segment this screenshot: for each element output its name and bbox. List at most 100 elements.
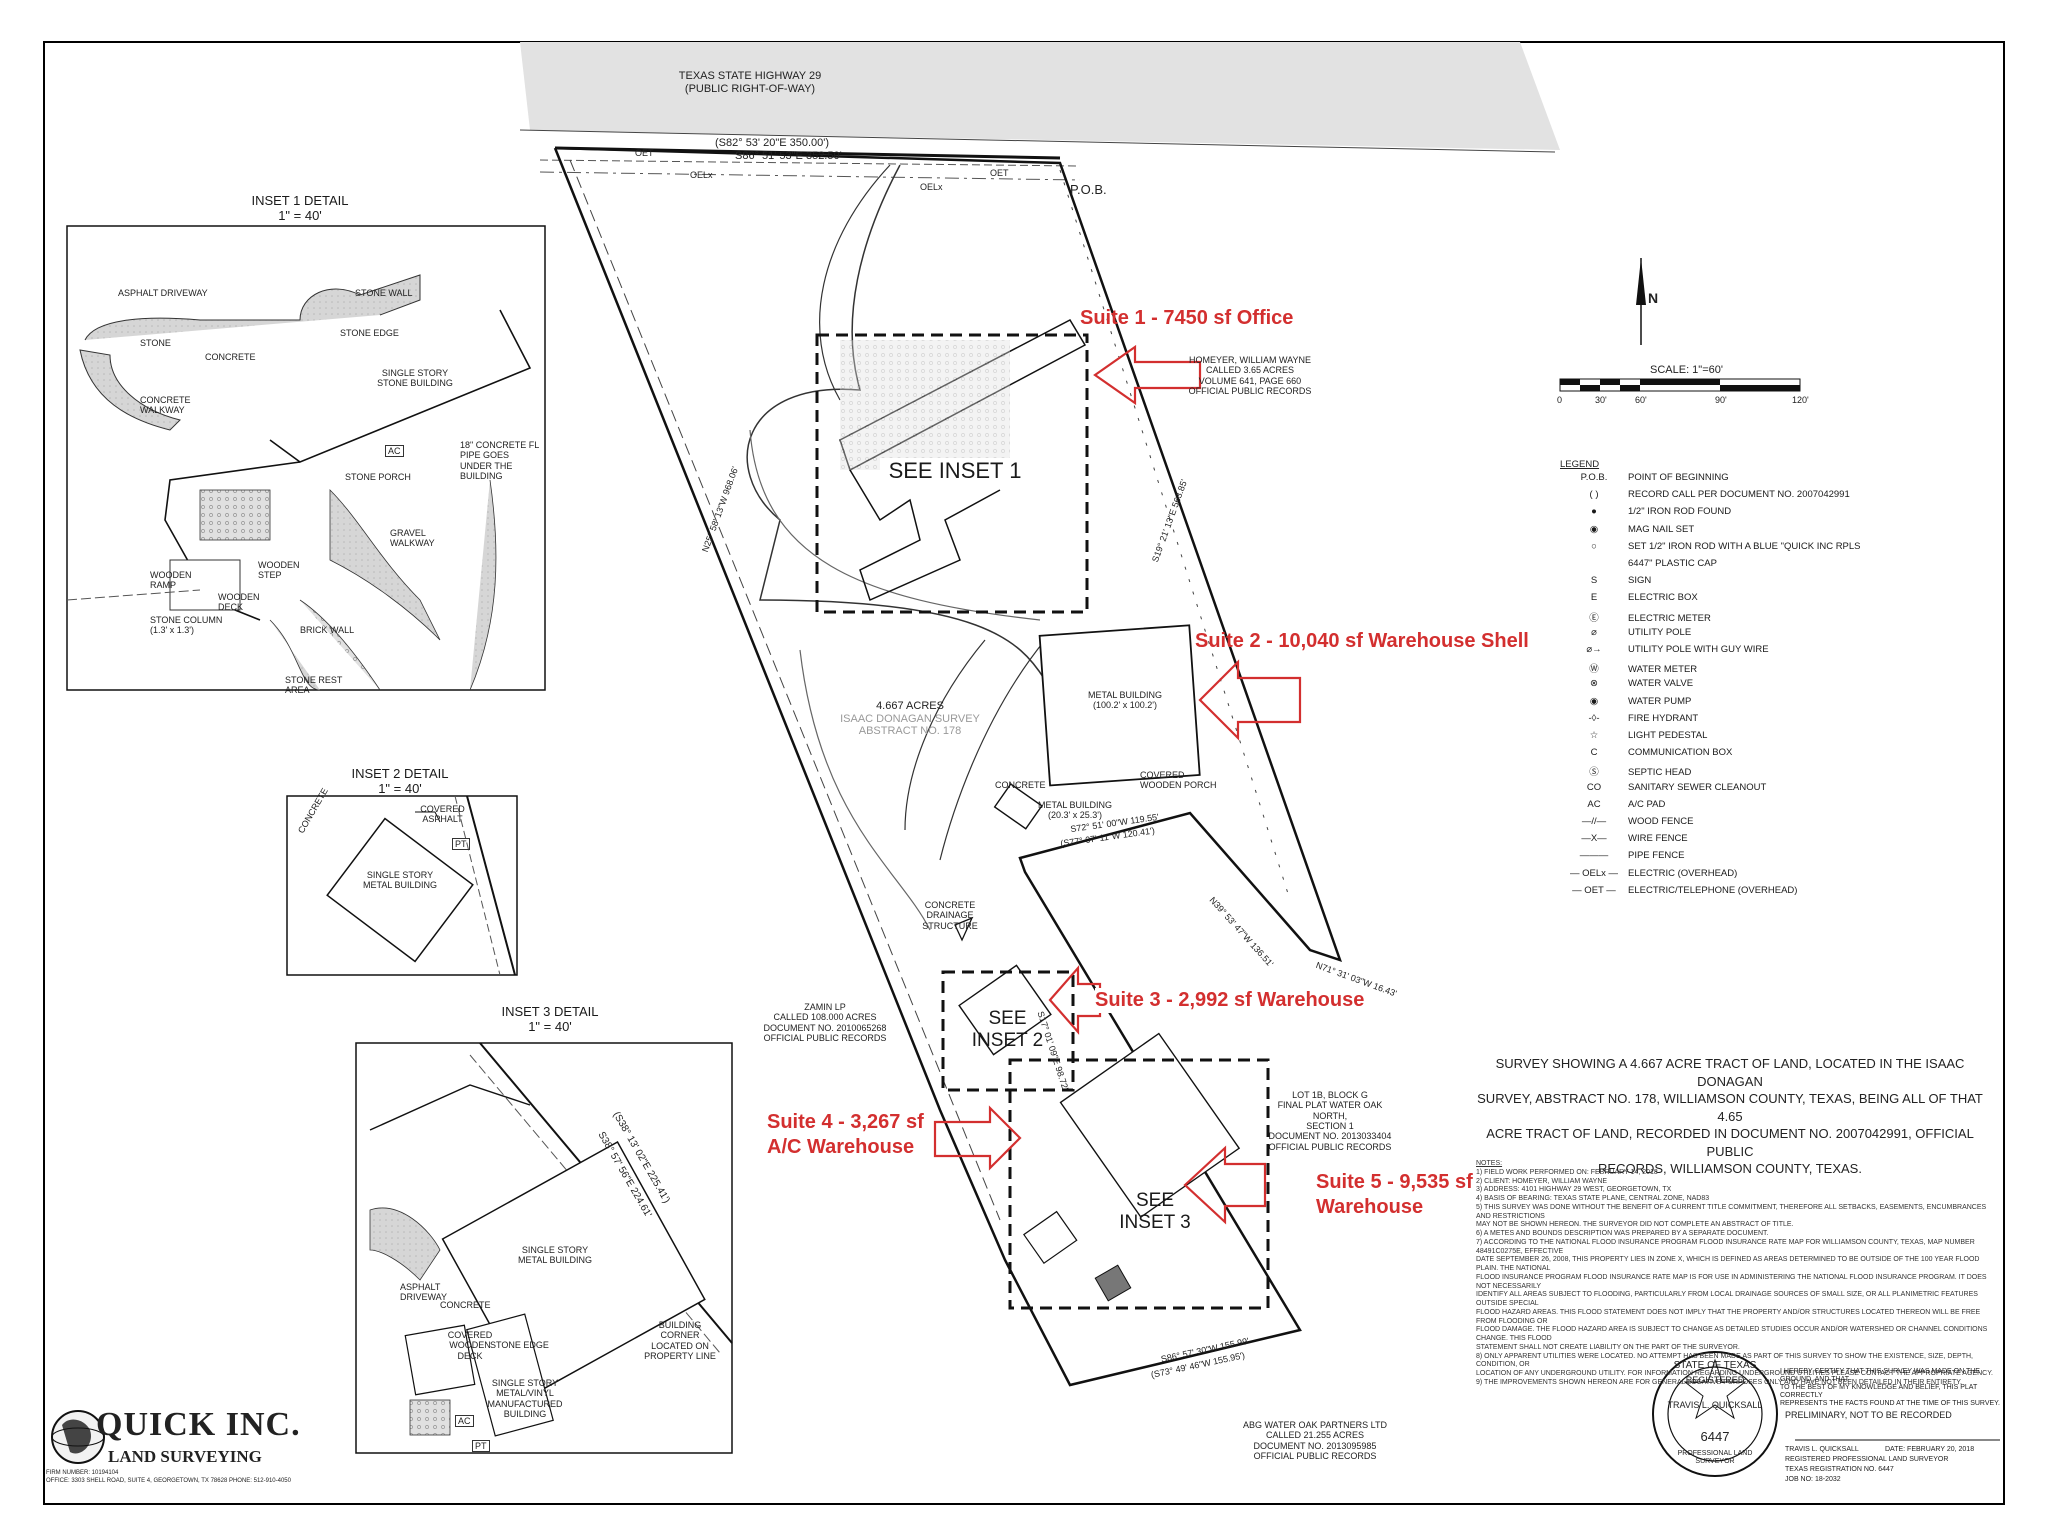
survey-description-line-1: SURVEY SHOWING A 4.667 ACRE TRACT OF LAN… xyxy=(1495,1056,1965,1089)
legend-row: ● 1/2" IRON ROD FOUND xyxy=(1560,506,1731,517)
inset-1-scale: 1" = 40' xyxy=(278,208,322,223)
certification-date: DATE: FEBRUARY 20, 2018 xyxy=(1885,1446,1975,1453)
legend-text: COMMUNICATION BOX xyxy=(1628,747,1733,759)
tract-acres: 4.667 ACRES xyxy=(876,700,944,712)
legend-title: LEGEND xyxy=(1560,459,1600,470)
note-line: 6) A METES AND BOUNDS DESCRIPTION WAS PR… xyxy=(1476,1230,1769,1237)
abg-line-2: CALLED 21.255 ACRES xyxy=(1265,1430,1365,1441)
zamin-line-3: DOCUMENT NO. 2010065268 xyxy=(763,1022,887,1033)
legend-text: ELECTRIC (OVERHEAD) xyxy=(1628,867,1738,879)
company-firm-number: FIRM NUMBER: 10194104 xyxy=(46,1470,119,1476)
inset-2-scale: 1" = 40' xyxy=(378,781,422,796)
legend-symbol: ⌀→ xyxy=(1586,644,1602,655)
company-subtitle: LAND SURVEYING xyxy=(108,1447,262,1466)
legend-text: RECORD CALL PER DOCUMENT NO. 2007042991 xyxy=(1628,489,1850,501)
legend-row: -◊-FIRE HYDRANT xyxy=(1560,713,1698,724)
legend-text: WATER VALVE xyxy=(1628,678,1694,690)
inset-1-title: INSET 1 DETAIL 1" = 40' xyxy=(200,193,400,223)
see-inset-2-label: SEE INSET 2 xyxy=(950,1008,1065,1052)
note-line: 4) BASIS OF BEARING: TEXAS STATE PLANE, … xyxy=(1476,1195,1710,1202)
legend-text: ELECTRIC METER xyxy=(1628,612,1711,624)
inset3-drawing xyxy=(369,1042,733,1437)
oet-label-1: OET xyxy=(635,148,654,158)
legend-text: SEPTIC HEAD xyxy=(1628,767,1692,779)
bearing-north: S86° 51' 53"E 352.50' xyxy=(735,150,842,162)
see-inset-3-line-2: INSET 3 xyxy=(1119,1211,1191,1233)
legend-text: WIRE FENCE xyxy=(1628,833,1688,845)
inset-2-title-text: INSET 2 DETAIL xyxy=(351,766,449,781)
suite-2-label: Suite 2 - 10,040 sf Warehouse Shell xyxy=(1195,630,1529,652)
scale-tick-60: 60' xyxy=(1635,395,1647,405)
inset3-ac: AC xyxy=(455,1415,474,1428)
oet-label-2: OET xyxy=(990,168,1009,178)
small-metal-name: METAL BUILDING xyxy=(1037,800,1112,810)
highway-band xyxy=(520,42,1560,150)
see-inset-2-line-2: INSET 2 xyxy=(971,1029,1044,1051)
abg-line-4: OFFICIAL PUBLIC RECORDS xyxy=(1253,1451,1377,1462)
inset1-asphalt: ASPHALT DRIVEWAY xyxy=(118,288,208,298)
company-office: OFFICE: 3303 SHELL ROAD, SUITE 4, GEORGE… xyxy=(46,1478,291,1484)
legend-symbol: ◉ xyxy=(1589,695,1599,707)
legend-symbol: ( ) xyxy=(1589,489,1599,501)
certification-job: JOB NO: 18-2032 xyxy=(1785,1476,1841,1483)
suite2-arrow xyxy=(1198,659,1302,741)
inset3-corner: BUILDING CORNER LOCATED ON PROPERTY LINE xyxy=(644,1320,716,1362)
note-line: 2) CLIENT: HOMEYER, WILLIAM WAYNE xyxy=(1476,1177,1608,1185)
legend-symbol: ☆ xyxy=(1589,730,1599,741)
legend-symbol: ○ xyxy=(1591,540,1597,552)
zamin-line-1: ZAMIN LP xyxy=(804,1002,846,1012)
lot-label: LOT 1B, BLOCK G FINAL PLAT WATER OAK NOR… xyxy=(1260,1090,1400,1152)
inset1-walkway: CONCRETE WALKWAY xyxy=(140,395,191,416)
suite-1-label: Suite 1 - 7450 sf Office xyxy=(1080,307,1294,329)
legend-symbol: ⌀ xyxy=(1591,626,1597,638)
inset1-deck: WOODEN DECK xyxy=(218,592,260,613)
inset1-step: WOODEN STEP xyxy=(258,560,300,581)
legend-text: ELECTRIC BOX xyxy=(1628,592,1698,604)
see-inset-3-label: SEE INSET 3 xyxy=(1100,1190,1210,1234)
legend-symbol: — OELx — xyxy=(1569,867,1619,879)
note-line: 1) FIELD WORK PERFORMED ON: FEBRUARY 14,… xyxy=(1476,1168,1658,1176)
lot-line-1: LOT 1B, BLOCK G xyxy=(1292,1090,1368,1100)
inset-3-title-text: INSET 3 DETAIL xyxy=(501,1004,599,1019)
suite-4-line-1: Suite 4 - 3,267 sf xyxy=(767,1111,924,1133)
legend-symbol: ● xyxy=(1591,506,1597,518)
inset1-building: SINGLE STORY STONE BUILDING xyxy=(377,368,453,389)
legend-text: SIGN xyxy=(1628,575,1652,587)
certification-registration: TEXAS REGISTRATION NO. 6447 xyxy=(1785,1466,1894,1473)
inset-3-scale: 1" = 40' xyxy=(528,1019,572,1034)
legend-text: UTILITY POLE WITH GUY WIRE xyxy=(1628,644,1769,655)
legend-row: ⌀UTILITY POLE xyxy=(1560,627,1691,638)
legend-row: — OET —ELECTRIC/TELEPHONE (OVERHEAD) xyxy=(1560,885,1797,896)
seal-name: TRAVIS L. QUICKSALL xyxy=(1667,1400,1763,1410)
concrete-label: CONCRETE xyxy=(995,780,1046,790)
company-name: QUICK INC. xyxy=(96,1406,301,1443)
inset2-covered: COVERED ASPHALT xyxy=(420,804,465,825)
drainage-label: CONCRETE DRAINAGE STRUCTURE xyxy=(920,900,980,931)
inset-2-title: INSET 2 DETAIL 1" = 40' xyxy=(300,766,500,796)
suite-5-label: Suite 5 - 9,535 sf Warehouse xyxy=(1316,1170,1473,1220)
survey-description-line-3: ACRE TRACT OF LAND, RECORDED IN DOCUMENT… xyxy=(1486,1126,1974,1159)
inset3-building: SINGLE STORY METAL BUILDING xyxy=(517,1245,592,1266)
legend-symbol: AC xyxy=(1587,798,1601,810)
metal-building-label: METAL BUILDING (100.2' x 100.2') xyxy=(1070,690,1180,711)
note-line: FLOOD DAMAGE. THE FLOOD HAZARD AREA IS S… xyxy=(1476,1326,1988,1342)
abg-label: ABG WATER OAK PARTNERS LTD CALLED 21.255… xyxy=(1240,1420,1390,1461)
legend-text: WOOD FENCE xyxy=(1628,816,1694,827)
inset1-drawing xyxy=(66,274,532,691)
see-inset-1-text: SEE INSET 1 xyxy=(888,458,1022,483)
covered-porch-label: COVERED WOODEN PORCH xyxy=(1140,770,1217,791)
drainage-structure xyxy=(954,916,974,942)
legend-row: ○SET 1/2" IRON ROD WITH A BLUE "QUICK IN… xyxy=(1560,540,1860,552)
legend-symbol: ——— xyxy=(1579,850,1609,862)
scale-label: SCALE: 1"=60' xyxy=(1650,364,1723,376)
bearing-north-record: (S82° 53' 20"E 350.00') xyxy=(715,137,830,149)
small-metal-label: METAL BUILDING (20.3' x 25.3') xyxy=(1030,800,1120,821)
north-label: N xyxy=(1648,290,1659,306)
metal-building-name: METAL BUILDING xyxy=(1087,690,1162,700)
note-line: 8) ONLY APPARENT UTILITIES WERE LOCATED.… xyxy=(1476,1352,1973,1369)
legend-text: 1/2" IRON ROD FOUND xyxy=(1628,506,1732,518)
